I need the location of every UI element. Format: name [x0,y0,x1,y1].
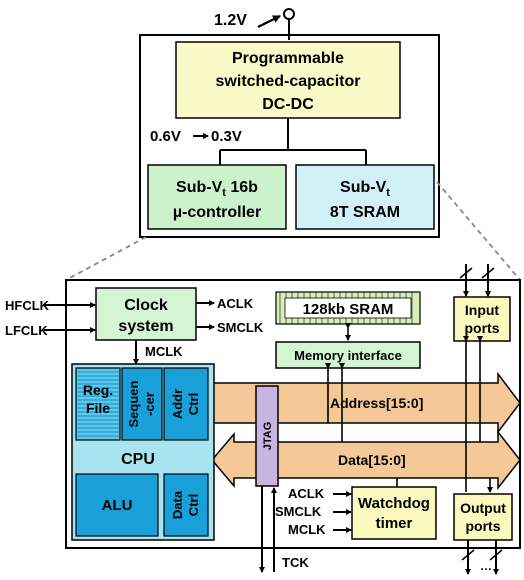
data-bus: Data[15:0] [211,429,521,491]
watchdog-aclk-label: ACLK [288,486,325,501]
data-control-label: DataCtrl [170,490,201,519]
top-sram-label-line2: 8T SRAM [330,204,400,221]
output-ports: Output ports … [453,478,513,575]
dcdc-label-line3: DC-DC [262,96,314,113]
input-ports-label-line2: ports [465,320,500,336]
dcdc-label-line2: switched-capacitor [216,73,361,90]
microcontroller-label-line2: µ-controller [173,204,261,221]
address-bus-label: Address[15:0] [330,395,423,411]
tck-label: TCK [282,555,309,570]
output-ports-label-line2: ports [466,518,501,534]
input-ports-label-line1: Input [465,302,500,318]
clock-system-label-line1: Clock [124,297,168,314]
alu [75,473,159,537]
supply-arrow [257,15,281,28]
supply-voltage-label: 1.2V [214,12,247,29]
input-ports: Input ports [453,264,511,492]
microcontroller-block: Sub-Vt 16b µ-controller [147,164,287,230]
dcdc-label-line1: Programmable [232,50,344,67]
watchdog-label-line2: timer [376,515,413,532]
cpu-label: CPU [121,451,155,468]
supply-input: 1.2V [214,8,295,40]
address-bus: Address[15:0] [211,371,521,435]
output-ports-ellipsis: … [480,559,492,573]
top-sram-label-line1: Sub-Vt [340,179,390,199]
voltage-label-03: 0.3V [211,128,242,145]
watchdog-mclk-label: MCLK [288,522,326,537]
supply-terminal [283,8,295,20]
watchdog-smclk-label: SMCLK [275,504,322,519]
sram-128kb-label: 128kb SRAM [303,301,394,318]
jtag: JTAG TCK [255,385,309,573]
output-ports-label-line1: Output [460,500,506,516]
memory-interface-label: Memory interface [294,348,402,363]
lfclk-label: LFCLK [5,323,48,338]
detail-outline [65,279,521,549]
data-control [163,473,209,537]
zoom-lines [65,181,521,281]
data-bus-label: Data[15:0] [338,452,406,468]
voltage-label-06: 0.6V [150,128,181,145]
address-control [163,367,209,441]
smclk-output-label: SMCLK [217,320,264,335]
system-outline [139,34,440,238]
aclk-output-label: ACLK [217,296,254,311]
memory-interface: Memory interface [275,341,421,442]
register-file-label-line2: File [86,400,110,416]
clock-system-block [95,287,197,341]
address-control-label: AddrCtrl [170,389,201,419]
hfclk-label: HFCLK [5,298,50,313]
sram-128kb: 128kb SRAM [275,291,421,325]
mclk-output-label: MCLK [145,344,183,359]
sequencer [121,367,163,441]
watchdog-label-line1: Watchdog [358,495,430,512]
clock-system-label-line2: system [118,318,173,335]
sequencer-label: Sequen-cer [126,380,157,427]
top-sram-block: Sub-Vt 8T SRAM [295,164,435,230]
cpu: Reg. File Sequen-cer AddrCtrl CPU ALU Da… [71,363,215,541]
jtag-label: JTAG [262,422,274,451]
dcdc-block: Programmable switched-capacitor DC-DC [175,41,401,119]
clock-system: HFCLK LFCLK Clock system ACLK SMCLK MCLK [5,287,264,365]
microcontroller-label-line1: Sub-Vt 16b [176,179,258,199]
register-file-label-line1: Reg. [83,382,113,398]
alu-label: ALU [102,497,133,514]
watchdog: ACLK SMCLK MCLK Watchdog timer [275,478,437,540]
dcdc-output-wires: 0.6V 0.3V [150,118,367,165]
